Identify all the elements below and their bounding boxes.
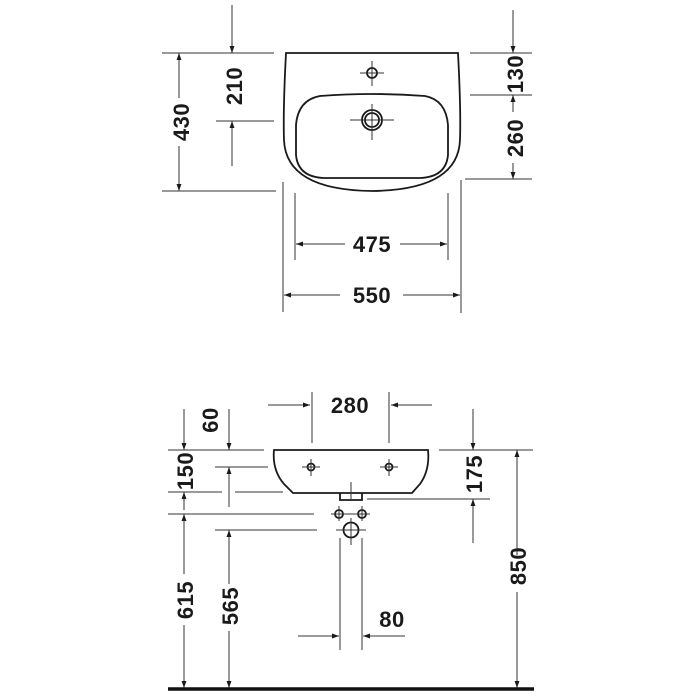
basin-outline-top [282, 52, 462, 192]
waste-pipe-icon [336, 518, 366, 650]
bowl-outline [295, 93, 449, 179]
dim-bowl-width: 475 [353, 232, 391, 257]
dim-overall-width: 550 [353, 283, 391, 308]
dim-supply-height: 615 [173, 581, 198, 619]
fixing-hole-left-icon [302, 459, 320, 476]
dim-rim-height: 850 [506, 547, 531, 585]
dim-basin-height-side: 175 [462, 455, 487, 493]
dim-overall-depth: 430 [169, 103, 194, 141]
dim-back-to-bowl: 130 [503, 55, 528, 93]
front-view: 280 60 150 615 565 175 850 80 [168, 392, 534, 691]
dim-basin-height-front: 150 [173, 452, 198, 490]
dim-pipe-width: 80 [379, 607, 404, 632]
dim-waste-height: 565 [218, 587, 243, 625]
tap-hole-icon [360, 61, 384, 86]
drain-icon [350, 104, 394, 140]
dim-bowl-depth: 260 [503, 119, 528, 157]
supply-valve-icon [331, 506, 370, 521]
top-view: 430 210 130 260 475 550 [162, 5, 532, 313]
dim-tap-to-bowl: 210 [222, 67, 247, 105]
dim-fixing-hole-spacing: 280 [331, 393, 369, 418]
basin-outline-front [272, 449, 430, 494]
fixing-hole-right-icon [380, 459, 398, 476]
dim-fixing-hole-from-top: 60 [198, 407, 223, 432]
